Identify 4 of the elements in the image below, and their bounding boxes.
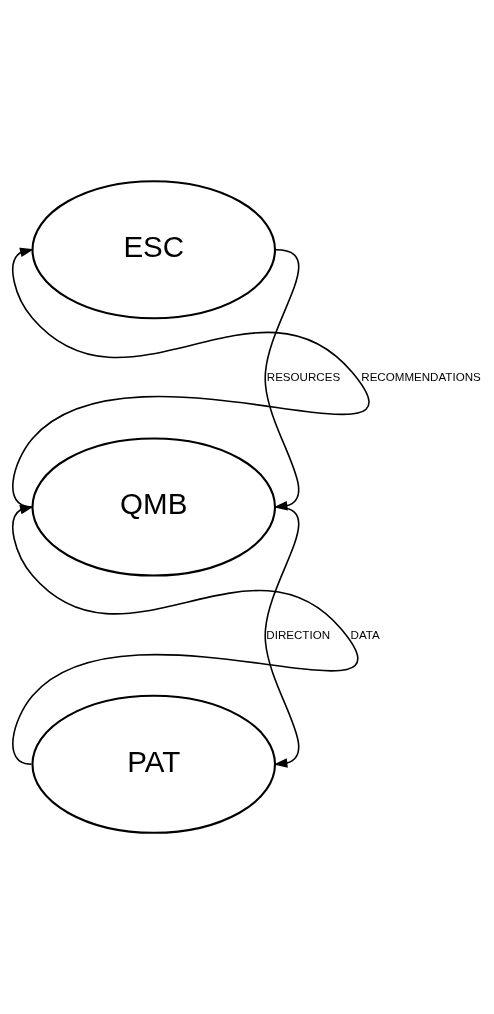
edge-label: RECOMMENDATIONS [361, 371, 481, 384]
edge-label: DATA [350, 628, 380, 641]
edge-label: DIRECTION [266, 628, 331, 641]
edge-label: RESOURCES [266, 371, 341, 384]
